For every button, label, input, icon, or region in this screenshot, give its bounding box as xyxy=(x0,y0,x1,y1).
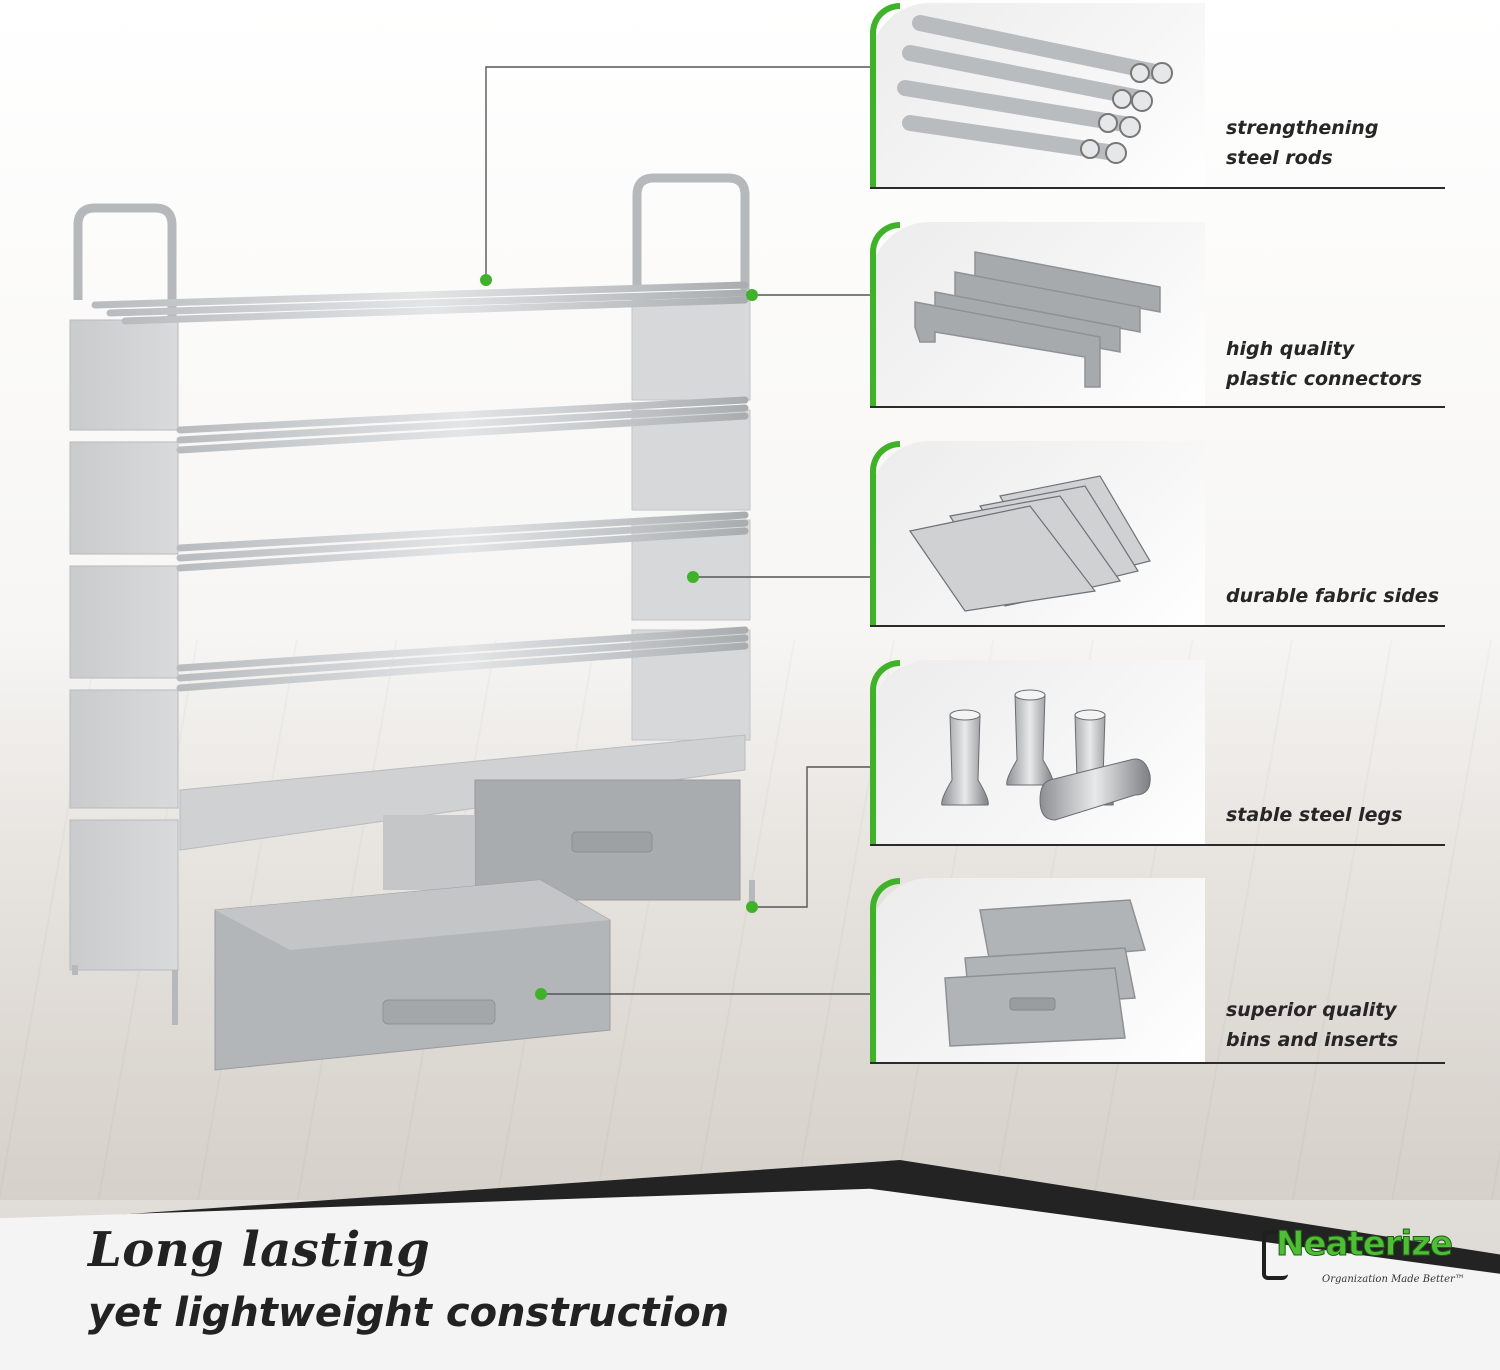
steel-rods-icon xyxy=(897,15,1173,164)
steel-legs-icon xyxy=(941,689,1151,821)
feature-divider xyxy=(870,406,1445,408)
feature-divider xyxy=(870,844,1445,846)
headline-line-2: yet lightweight construction xyxy=(88,1290,730,1336)
feature-steel-legs: stable steel legs xyxy=(870,660,1445,848)
feature-fabric-sides: durable fabric sides xyxy=(870,441,1445,629)
feature-divider xyxy=(870,187,1445,189)
feature-bins-inserts: superior quality bins and inserts xyxy=(870,878,1445,1066)
brand-name: Neaterize xyxy=(1275,1224,1453,1265)
feature-label-line: steel rods xyxy=(1226,147,1333,169)
logo-box-mark xyxy=(1262,1230,1288,1280)
headline-line-1: Long lasting xyxy=(88,1222,431,1278)
feature-steel-rods: strengthening steel rods xyxy=(870,3,1445,191)
feature-accent xyxy=(870,222,900,408)
feature-label-line: strengthening xyxy=(1226,117,1379,139)
feature-accent xyxy=(870,3,900,189)
feature-divider xyxy=(870,1062,1445,1064)
shoe-rack-illustration xyxy=(69,173,755,1071)
bins-inserts-icon xyxy=(944,899,1146,1047)
brand-tagline: Organization Made Better™ xyxy=(1322,1274,1465,1285)
plastic-connector-icon xyxy=(914,251,1161,388)
feature-label-line: superior quality xyxy=(1226,999,1397,1021)
feature-label-line: high quality xyxy=(1226,338,1355,360)
feature-accent xyxy=(870,878,900,1064)
feature-divider xyxy=(870,625,1445,627)
feature-plastic-connectors: high quality plastic connectors xyxy=(870,222,1445,410)
feature-label-line: plastic connectors xyxy=(1226,368,1423,390)
feature-accent xyxy=(870,660,900,846)
feature-label-line: bins and inserts xyxy=(1226,1029,1399,1051)
feature-accent xyxy=(870,441,900,627)
feature-label-line: stable steel legs xyxy=(1226,804,1403,826)
fabric-sides-icon xyxy=(908,475,1151,612)
brand-logo: Neaterize Organization Made Better™ xyxy=(1258,1218,1478,1308)
feature-label-line: durable fabric sides xyxy=(1226,585,1439,607)
